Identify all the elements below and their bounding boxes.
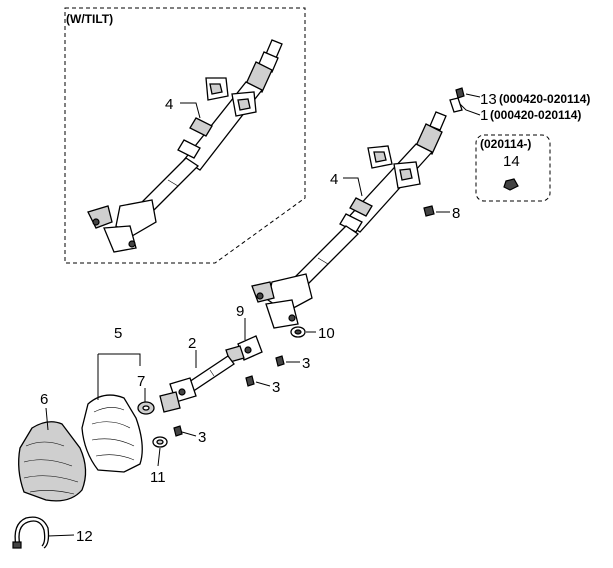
callout-9: 9 (236, 303, 244, 320)
callout-1-note: (000420-020114) (490, 108, 581, 122)
column-covers (12, 394, 168, 549)
callout-3-lower: 3 (198, 429, 206, 446)
late-model-inset-caption: (020114-) (480, 137, 531, 151)
leader-lines (45, 93, 481, 537)
part-3-bolt-upper (275, 355, 285, 367)
tilt-inset-caption: (W/TILT) (66, 12, 113, 26)
callout-14-number: 14 (503, 153, 520, 170)
tilt-steering-column (87, 39, 283, 253)
callout-5: 5 (114, 325, 122, 342)
intermediate-shaft (159, 335, 285, 437)
callout-4-tilt: 4 (165, 96, 173, 113)
late-model-inset-border (475, 134, 551, 202)
part-13-spring (455, 87, 465, 99)
callouts: 4 13 (000420-020114) 1 (000420-020114) 4… (40, 91, 590, 545)
callout-13-number: 13 (480, 91, 497, 108)
callout-7: 7 (137, 373, 145, 390)
part-3-bolt-lower (173, 425, 183, 437)
part-3-bolt-middle (245, 375, 255, 387)
callout-3-upper: 3 (302, 355, 310, 372)
part-5-cover (81, 394, 143, 473)
tilt-inset-border (64, 7, 306, 264)
callout-4-main: 4 (330, 171, 338, 188)
callout-6: 6 (40, 391, 48, 408)
main-steering-column (251, 87, 465, 338)
part-1-bushing (449, 97, 463, 113)
callout-3-middle: 3 (272, 379, 280, 396)
callout-2: 2 (188, 335, 196, 352)
callout-11: 11 (150, 469, 166, 486)
callout-1-number: 1 (480, 107, 488, 124)
callout-8: 8 (452, 205, 460, 222)
part-14-nut (503, 178, 519, 191)
callout-13-note: (000420-020114) (499, 92, 590, 106)
tilt-inset: (W/TILT) (64, 7, 306, 264)
part-6-boot (18, 421, 87, 502)
callout-10: 10 (318, 325, 335, 342)
part-8-bolt (423, 205, 435, 217)
late-model-inset: (020114-) 14 (475, 134, 551, 202)
callout-12: 12 (76, 528, 93, 545)
